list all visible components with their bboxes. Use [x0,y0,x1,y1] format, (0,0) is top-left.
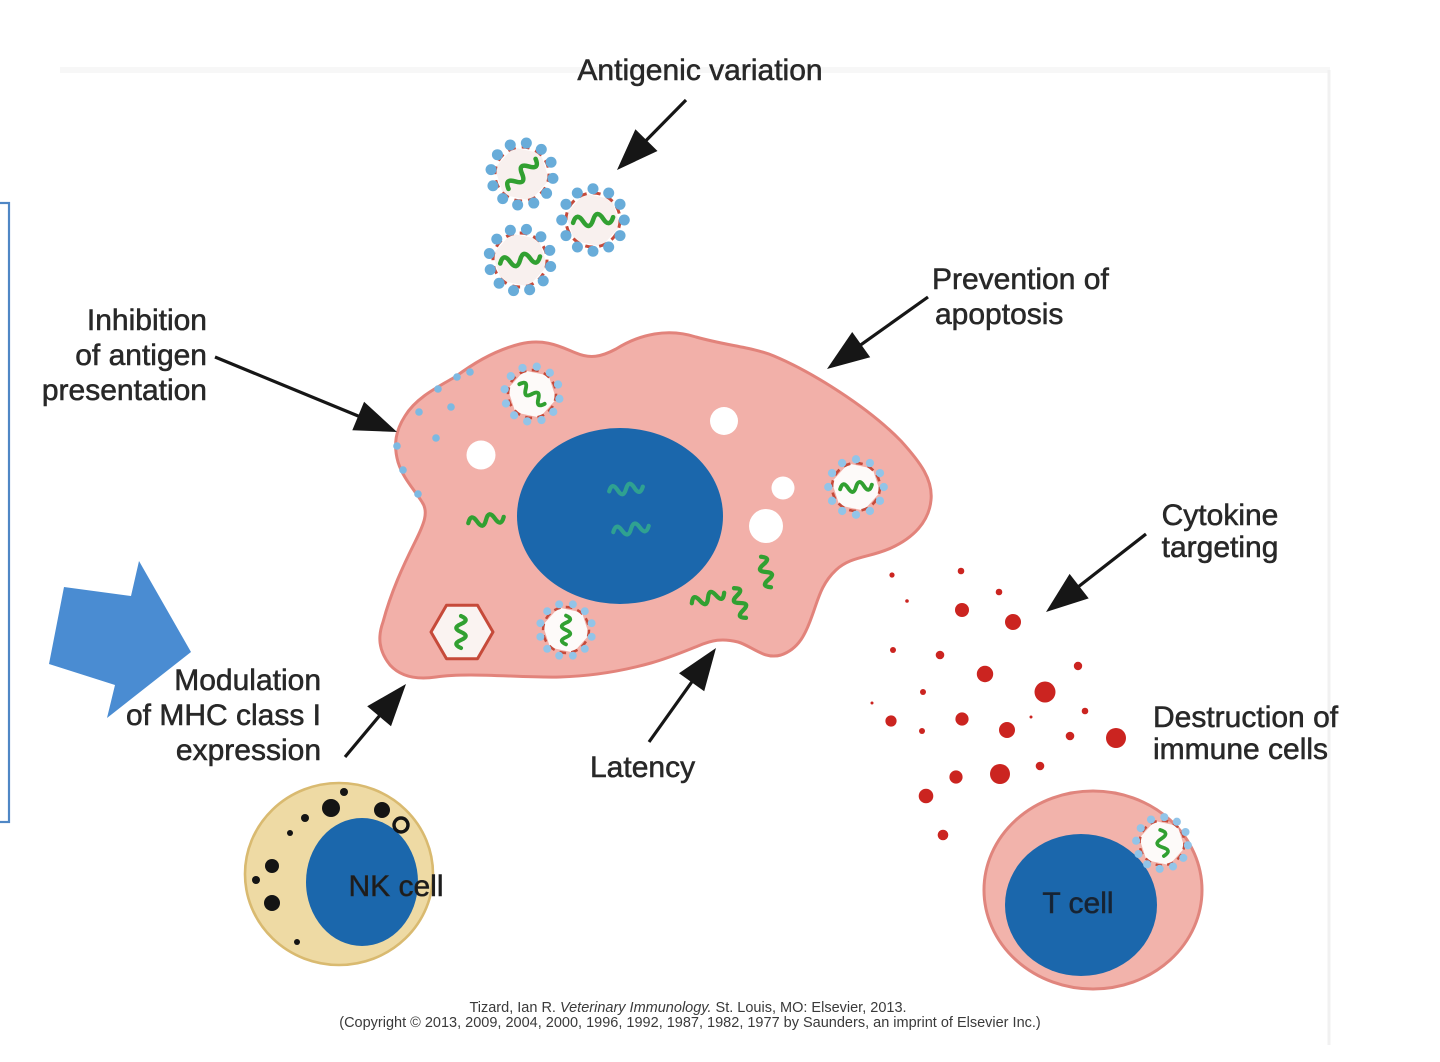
svg-text:apoptosis: apoptosis [935,298,1063,331]
svg-text:Modulation: Modulation [174,664,321,697]
svg-text:immune cells: immune cells [1153,733,1328,766]
svg-text:Prevention of: Prevention of [932,263,1109,296]
svg-text:expression: expression [176,734,321,767]
svg-text:NK cell: NK cell [348,870,443,903]
svg-text:of MHC class I: of MHC class I [126,699,321,732]
svg-text:Tizard, Ian R. Veterinary Immu: Tizard, Ian R. Veterinary Immunology. St… [469,1000,906,1016]
svg-text:targeting: targeting [1162,531,1279,564]
svg-text:Latency: Latency [590,751,695,784]
svg-text:Cytokine: Cytokine [1162,499,1279,532]
svg-text:(Copyright © 2013, 2009, 2004,: (Copyright © 2013, 2009, 2004, 2000, 199… [339,1015,1041,1031]
svg-text:T cell: T cell [1042,887,1113,920]
svg-text:Destruction of: Destruction of [1153,701,1339,734]
svg-text:presentation: presentation [42,374,207,407]
svg-text:of antigen: of antigen [75,339,207,372]
svg-text:Antigenic variation: Antigenic variation [577,54,822,87]
svg-text:Inhibition: Inhibition [87,304,207,337]
